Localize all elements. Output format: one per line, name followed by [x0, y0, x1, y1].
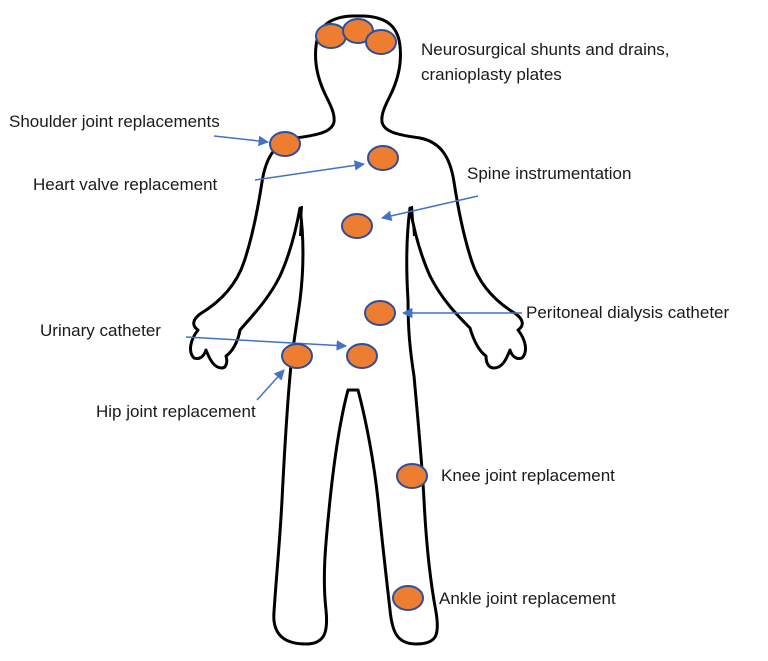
marker-heart-valve	[368, 146, 398, 170]
arrow-hip	[257, 370, 284, 400]
arrow-shoulder	[214, 136, 268, 142]
marker-head-left	[316, 24, 346, 48]
label-urinary: Urinary catheter	[40, 320, 161, 342]
body-outline	[191, 16, 526, 644]
arrow-urinary	[186, 337, 346, 346]
marker-peritoneal	[365, 301, 395, 325]
label-heart-valve: Heart valve replacement	[33, 174, 217, 196]
arrow-heart-valve	[255, 164, 364, 180]
arrow-spine	[382, 196, 478, 218]
label-knee: Knee joint replacement	[441, 465, 615, 487]
marker-urinary	[347, 344, 377, 368]
implant-markers	[270, 19, 427, 610]
label-neurosurgical-line1: Neurosurgical shunts and drains,	[421, 39, 670, 61]
label-neurosurgical-line2: cranioplasty plates	[421, 64, 562, 86]
label-peritoneal: Peritoneal dialysis catheter	[526, 302, 729, 324]
marker-shoulder	[270, 132, 300, 156]
label-spine: Spine instrumentation	[467, 163, 631, 185]
label-hip: Hip joint replacement	[96, 401, 256, 423]
marker-hip	[282, 344, 312, 368]
marker-knee	[397, 464, 427, 488]
marker-ankle	[393, 586, 423, 610]
label-ankle: Ankle joint replacement	[439, 588, 616, 610]
marker-spine	[342, 214, 372, 238]
marker-head-right	[366, 30, 396, 54]
label-shoulder: Shoulder joint replacements	[9, 111, 220, 133]
